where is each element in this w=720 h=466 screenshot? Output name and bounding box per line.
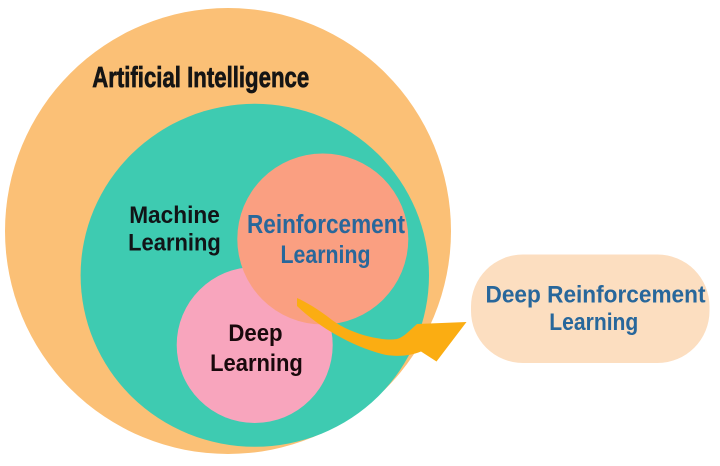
svg-text:Learning: Learning	[210, 351, 303, 377]
svg-text:Deep: Deep	[228, 321, 282, 347]
svg-text:Machine: Machine	[129, 202, 220, 229]
svg-text:Artificial Intelligence: Artificial Intelligence	[92, 62, 309, 94]
svg-text:Reinforcement: Reinforcement	[247, 211, 405, 239]
svg-text:Learning: Learning	[281, 241, 371, 269]
svg-text:Learning: Learning	[128, 229, 221, 256]
svg-text:Deep Reinforcement: Deep Reinforcement	[486, 281, 706, 308]
svg-text:Learning: Learning	[549, 309, 638, 336]
